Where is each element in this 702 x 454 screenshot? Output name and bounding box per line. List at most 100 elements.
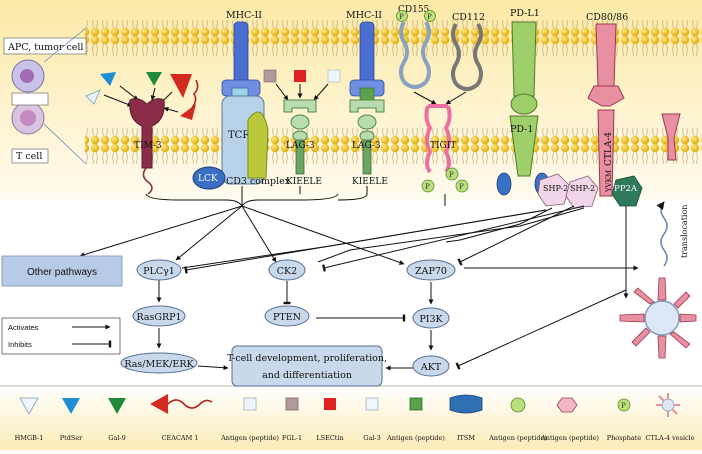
translocation-label: translocation xyxy=(680,205,689,258)
outcome-box xyxy=(231,345,383,387)
lag3-receptor-2: MHC-II LAG-3 KIEELE xyxy=(346,10,388,187)
tim3-ligands xyxy=(85,72,199,120)
kieele-label-1: KIEELE xyxy=(286,177,322,187)
legend-label-12: Phosphate xyxy=(607,434,642,442)
legend-antigen-icon-2 xyxy=(409,397,423,411)
tigit-complex: CD155 P P CD112 TIGIT P P P xyxy=(396,5,485,193)
pd1-body xyxy=(509,115,539,177)
legend-antigen-icon-4 xyxy=(556,397,578,413)
tcell-label: T cell xyxy=(16,151,42,162)
pp2a-label: PP2A xyxy=(614,184,638,194)
pdl1-label: PD-L1 xyxy=(510,8,540,19)
svg-text:P: P xyxy=(399,13,404,21)
lck-label: LCK xyxy=(198,174,218,184)
legend-label-0: HMGB-1 xyxy=(15,434,44,442)
other-pathways-box xyxy=(1,255,123,287)
legend-vesicle-icon xyxy=(656,393,680,417)
akt-label: AKT xyxy=(420,362,442,373)
shp2-label-2: SHP-2 xyxy=(570,184,595,193)
outcome-line-2: and differentiation xyxy=(262,370,352,381)
svg-text:P: P xyxy=(449,171,454,179)
legend-background xyxy=(0,385,702,450)
mhc-label-2: MHC-II xyxy=(346,10,382,21)
hmgb1-icon xyxy=(85,89,101,105)
legend-hmgb1-icon xyxy=(19,397,39,415)
legend-label-9: ITSM xyxy=(457,434,475,442)
lck-oval xyxy=(192,166,226,190)
plc-label: PLCγ1 xyxy=(143,266,175,277)
lag3-ligands xyxy=(263,69,341,101)
pten-label: PTEN xyxy=(273,312,301,323)
legend-phosphate-icon xyxy=(617,398,631,412)
pp2a xyxy=(611,175,643,207)
shp2-1 xyxy=(537,173,571,207)
legend-label-3: CEACAM 1 xyxy=(162,434,199,442)
legend-label-10: Antigen (peptide) xyxy=(488,434,547,442)
svg-text:P: P xyxy=(621,402,626,410)
ctla4-body xyxy=(597,109,615,197)
tcell-label-box xyxy=(11,148,49,164)
pathway-nodes: Other pathways PLCγ1 CK2 ZAP70 RasGRP1 P… xyxy=(1,255,456,387)
ptdser-icon xyxy=(100,72,116,86)
legend-fgl1-icon xyxy=(285,397,299,411)
cd155-label: CD155 xyxy=(398,5,430,15)
ctla4-vesicle xyxy=(619,277,697,359)
zap70-node xyxy=(406,259,456,281)
akt-node xyxy=(412,355,450,377)
other-pathways-label: Other pathways xyxy=(27,267,97,278)
symbol-legend: P HMGB-1 PtdSer Gal-9 CEACAM 1 Antigen (… xyxy=(15,393,695,442)
legend-label-13: CTLA-4 vesicle xyxy=(645,434,694,442)
outcome-line-1: T-cell development, proliferation, xyxy=(227,353,387,364)
legend-label-8: Antigen (peptide) xyxy=(386,434,445,442)
svg-text:P: P xyxy=(459,183,464,191)
rasgrp1-node xyxy=(132,305,186,327)
svg-text:P: P xyxy=(425,183,430,191)
pten-node xyxy=(264,305,310,327)
legend-ptdser-icon xyxy=(62,398,80,414)
shp2-2 xyxy=(565,175,599,209)
legend-label-4: Antigen (peptide) xyxy=(220,434,279,442)
legend-gal3-icon xyxy=(365,397,379,411)
legend-antigen-icon-1 xyxy=(243,397,257,411)
tigit-label: TIGIT xyxy=(430,141,456,151)
svg-text:P: P xyxy=(427,13,432,21)
legend-ceacam1-icon xyxy=(150,394,168,414)
legend-label-7: Gal-3 xyxy=(363,434,380,442)
lag3-receptor-1: LAG-3 KIEELE xyxy=(283,99,322,187)
zap70-label: ZAP70 xyxy=(415,266,447,277)
cell-icons: APC, tumor cell T cell xyxy=(3,27,87,165)
legend-label-11: Antigen (peptide) xyxy=(540,434,599,442)
rasgrp1-label: RasGRP1 xyxy=(136,312,181,323)
tim3-label: TIM-3 xyxy=(134,141,162,151)
pd1-label: PD-1 xyxy=(510,124,533,135)
apc-label: APC, tumor cell xyxy=(7,42,83,53)
plc-node xyxy=(136,259,182,281)
mhc-tcr-complex: MHC-II TCR LCK CD3 complex xyxy=(192,10,291,190)
inhibits-label: Inhibits xyxy=(8,340,32,349)
yvkm-label: YVKM xyxy=(605,170,613,193)
lag3-label-2: LAG-3 xyxy=(352,141,381,151)
tigit-body xyxy=(424,104,452,174)
tcr-label: TCR xyxy=(228,130,250,141)
legend-label-2: Gal-9 xyxy=(108,434,125,442)
activates-label: Activates xyxy=(8,323,39,332)
legend-label-6: LSECtin xyxy=(316,434,343,442)
arrow-legend: Activates Inhibits xyxy=(1,317,121,355)
ras-node xyxy=(120,352,198,374)
pd1-complex: PD-L1 PD-1 SHP-2 xyxy=(496,8,571,207)
ctla4-label: CTLA-4 xyxy=(604,132,614,166)
pi3k-node xyxy=(412,307,450,329)
cd80-label: CD80/86 xyxy=(586,12,628,23)
cd112-label: CD112 xyxy=(452,12,485,23)
legend-itsm-icon xyxy=(449,394,483,414)
ceacam1-icon xyxy=(170,74,192,98)
apc-label-box xyxy=(3,37,87,55)
kieele-label-2: KIEELE xyxy=(352,177,388,187)
legend-gal9-icon xyxy=(108,398,126,414)
legend-lsectin-icon xyxy=(324,398,336,410)
legend-label-5: FGL-1 xyxy=(282,434,302,442)
ck2-label: CK2 xyxy=(277,266,297,277)
mhc-label-1: MHC-II xyxy=(226,10,262,21)
ck2-node xyxy=(268,259,306,281)
